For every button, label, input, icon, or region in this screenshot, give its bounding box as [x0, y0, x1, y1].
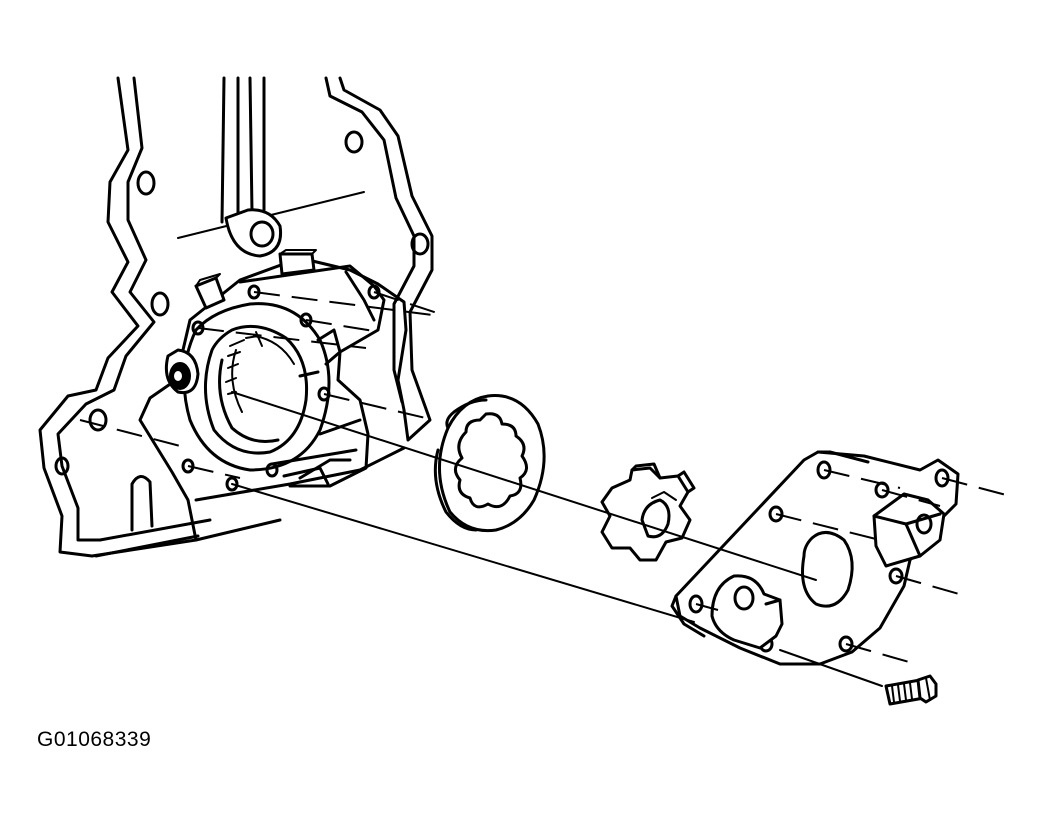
cover-bolt — [884, 674, 938, 706]
pump-cover-plate — [670, 450, 960, 666]
figure-id-label: G01068339 — [37, 728, 152, 751]
engine-front-cover — [38, 76, 434, 558]
assembly-alignment-lines — [79, 291, 1011, 687]
pump-body-housing — [164, 264, 386, 492]
inner-rotor — [600, 462, 696, 562]
pump-seal — [164, 348, 200, 395]
outer-rotor — [433, 394, 546, 533]
